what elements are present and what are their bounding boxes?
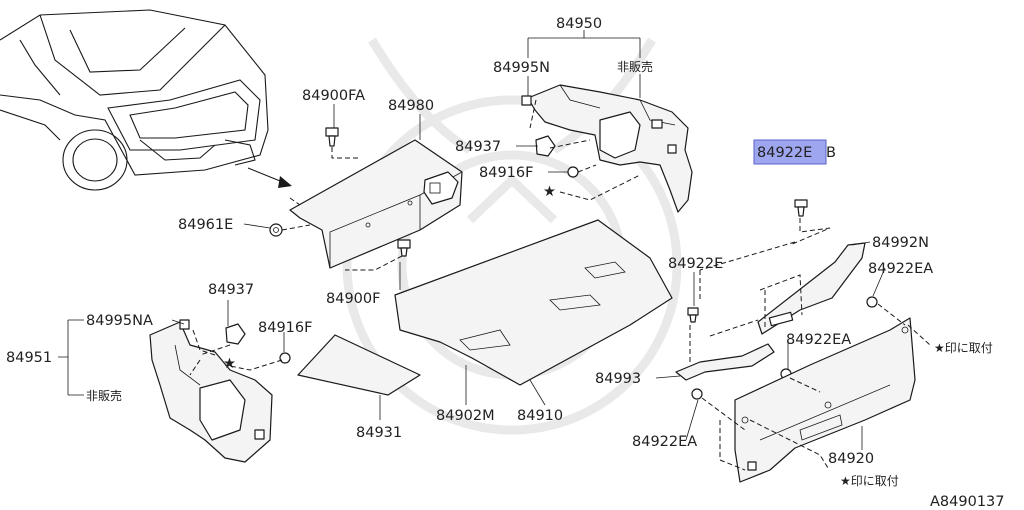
label-84902M: 84902M (436, 408, 495, 424)
star-marker: ★ (543, 184, 556, 200)
label-84922EB: 84922E (757, 145, 812, 161)
label-install-at-star-1: ★印に取付 (934, 341, 993, 355)
part-labels: 84950 84995N 非販売 84900FA 84980 84937 849… (6, 16, 1005, 510)
label-84916F-upper: 84916F (479, 165, 533, 181)
part-84951-bracket (149, 319, 273, 463)
label-84993: 84993 (595, 371, 641, 387)
part-84910-trunk-mat (394, 219, 673, 386)
part-84931-mat (297, 334, 421, 396)
part-84937-clip-lower (225, 323, 246, 345)
label-84995N: 84995N (493, 60, 550, 76)
part-84980-panel (289, 139, 463, 269)
label-84922EA-1: 84922EA (868, 261, 933, 277)
label-84937-lower: 84937 (208, 282, 254, 298)
label-84922EB-suffix: B (826, 145, 836, 161)
label-84922EA-3: 84922EA (632, 434, 697, 450)
label-84950: 84950 (556, 16, 602, 32)
vehicle-rear-illustration (0, 9, 269, 191)
label-84951: 84951 (6, 350, 52, 366)
label-84900F: 84900F (326, 291, 380, 307)
leader-lines (58, 30, 886, 450)
label-84961E: 84961E (178, 217, 233, 233)
part-84900F-clip (397, 239, 411, 257)
part-84993-finisher (675, 343, 775, 381)
label-84900FA: 84900FA (302, 88, 365, 104)
part-84900FA-clip (325, 127, 339, 147)
label-84980: 84980 (388, 98, 434, 114)
part-84916F-clip-lower (279, 352, 291, 364)
label-84910: 84910 (517, 408, 563, 424)
label-84920: 84920 (828, 451, 874, 467)
label-84992N: 84992N (872, 235, 929, 251)
label-84995NA: 84995NA (86, 313, 153, 329)
install-star-markers: ★ ★ (223, 184, 556, 372)
dashed-guides (189, 99, 931, 471)
label-84916F-lower: 84916F (258, 320, 312, 336)
label-84922EA-2: 84922EA (786, 332, 851, 348)
label-84922E: 84922E (668, 256, 723, 272)
label-install-at-star-2: ★印に取付 (840, 474, 899, 488)
part-84937-clip-upper (535, 135, 556, 157)
part-84992N-strip (757, 242, 866, 335)
highlight-84922EB (753, 139, 827, 165)
part-84961E-clip (269, 223, 283, 237)
part-84950-bracket (521, 84, 693, 213)
diagram-code: A8490137 (930, 494, 1005, 510)
part-84920-rear-panel (734, 317, 916, 483)
part-84922E-clip (687, 307, 699, 323)
star-marker: ★ (223, 356, 236, 372)
label-not-for-sale-1: 非販売 (617, 59, 653, 74)
label-not-for-sale-2: 非販売 (86, 388, 122, 403)
direction-arrow (247, 167, 292, 188)
part-84922EB-clip (794, 199, 808, 217)
label-84937-upper: 84937 (455, 139, 501, 155)
label-84931: 84931 (356, 425, 402, 441)
part-84916F-clip-upper (567, 166, 579, 178)
